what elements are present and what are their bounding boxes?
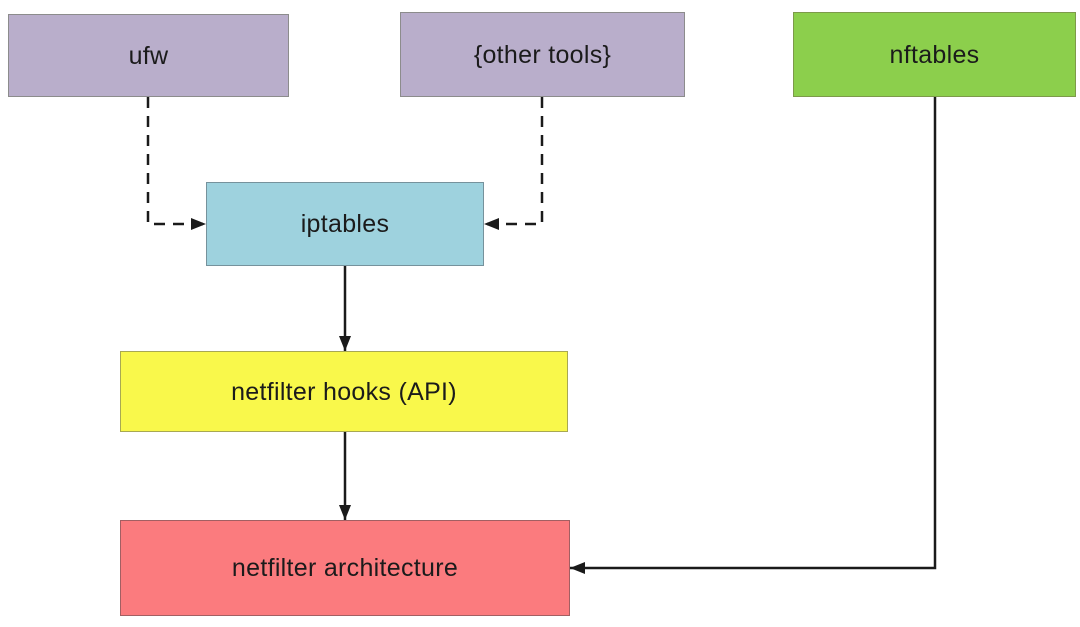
node-ufw: ufw xyxy=(8,14,289,97)
node-label: ufw xyxy=(128,41,169,70)
edge-nftables-to-netfilter-architecture xyxy=(570,97,937,574)
node-nftables: nftables xyxy=(793,12,1076,97)
node-label: iptables xyxy=(300,210,390,238)
node-label: netfilter architecture xyxy=(231,554,459,582)
node-netfilter-architecture: netfilter architecture xyxy=(120,520,570,616)
node-netfilter-hooks: netfilter hooks (API) xyxy=(120,351,568,432)
edge-ufw-to-iptables xyxy=(146,97,206,230)
node-iptables: iptables xyxy=(206,182,484,266)
node-label: nftables xyxy=(889,40,980,69)
node-label: {other tools} xyxy=(473,40,612,69)
edge-other-tools-to-iptables xyxy=(484,97,544,230)
node-label: netfilter hooks (API) xyxy=(231,377,457,406)
node-other-tools: {other tools} xyxy=(400,12,685,97)
